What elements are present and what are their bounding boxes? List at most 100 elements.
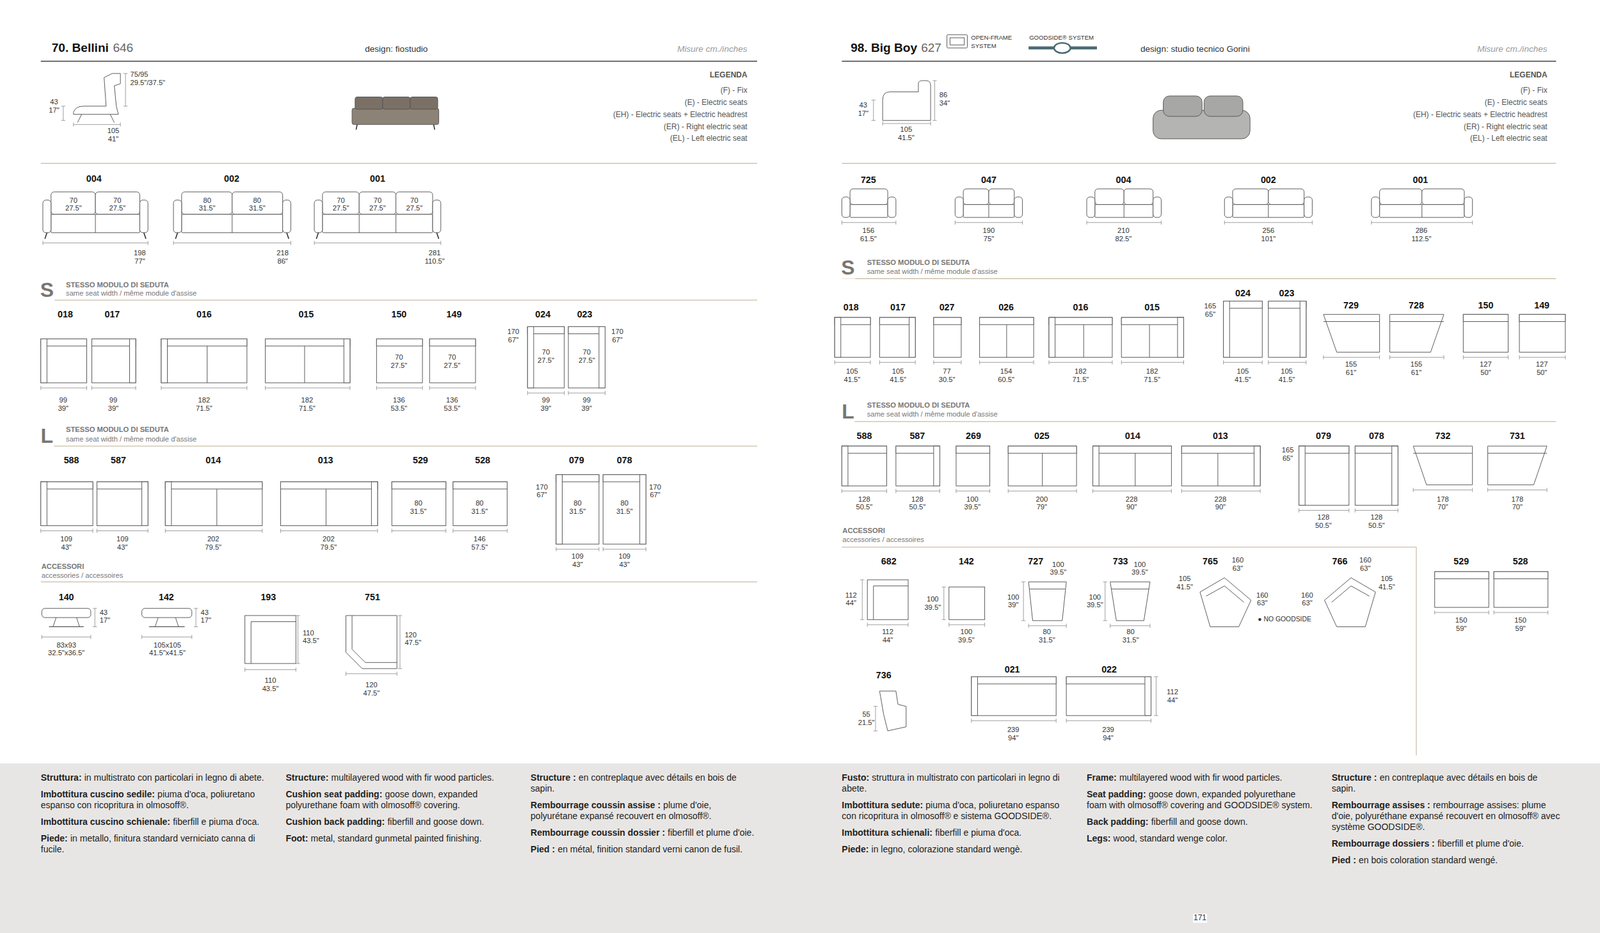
dimension-text: 128: [910, 494, 925, 504]
drawing-line: [1299, 446, 1306, 506]
dimension-text: 100: [965, 494, 980, 504]
dimension-text: 44": [1166, 695, 1179, 704]
section-subtitle: accessories / accessoires: [841, 535, 925, 544]
dimension-text: 127: [1479, 360, 1493, 369]
drawing-line: [1305, 360, 1307, 365]
drawing-line: [445, 528, 447, 533]
drawing-line: [429, 339, 476, 384]
drawing-line: [343, 339, 351, 384]
drawing-line: [1232, 204, 1305, 218]
dimension-text: 39.5": [1086, 600, 1104, 610]
drawing-line: [193, 626, 198, 628]
dimension-text: 154: [999, 367, 1014, 376]
dimension-text: 99: [58, 396, 68, 405]
dimension-text: 109: [115, 534, 130, 543]
drawing-line: [295, 667, 297, 672]
module-code: 014: [1124, 430, 1142, 441]
dimension-text: 70: [541, 348, 551, 357]
model-number: 646: [112, 40, 134, 56]
drawing-line: [933, 317, 962, 358]
drawing-line: [1299, 510, 1350, 511]
drawing-line: [325, 488, 327, 526]
drawing-line: [1322, 355, 1324, 360]
drawing-line: [834, 317, 871, 358]
dimension-text: 61": [1345, 368, 1357, 377]
module-code: 026: [997, 302, 1015, 313]
drawing-line: [280, 530, 377, 532]
drawing-line: [915, 360, 916, 365]
drawing-line: [1422, 188, 1465, 205]
drawing-line: [1519, 357, 1566, 358]
drawing-line: [862, 579, 863, 620]
drawing-line: [841, 490, 887, 492]
drawing-line: [96, 481, 148, 527]
drawing-line: [165, 481, 172, 527]
drawing-line: [1093, 446, 1172, 454]
dimension-text: 105: [899, 125, 913, 134]
drawing-line: [1183, 360, 1184, 365]
drawing-line: [135, 385, 137, 390]
drawing-line: [40, 339, 48, 384]
drawing-line: [860, 579, 864, 581]
spec-column: Structure :en contreplaque avec détails …: [1331, 772, 1562, 873]
dimension-text: 80: [1042, 627, 1052, 636]
module-code: 529: [412, 455, 429, 466]
drawing-line: [1109, 624, 1111, 628]
legend-item: (EL) - Left electric seat: [669, 134, 749, 144]
drawing-line: [429, 339, 476, 347]
drawing-line: [1104, 581, 1106, 621]
drawing-line: [161, 387, 248, 389]
drawing-line: [1153, 715, 1158, 717]
drawing-line: [244, 667, 246, 672]
drawing-line: [1519, 355, 1520, 360]
drawing-line: [1066, 624, 1067, 628]
drawing-line: [1413, 453, 1472, 454]
spec-paragraph: Rembourrage coussin dossier :fiberfill e…: [530, 827, 761, 839]
drawing-line: [1103, 581, 1108, 583]
drawing-line: [947, 34, 968, 48]
drawing-line: [1181, 446, 1261, 486]
drawing-line: [345, 615, 397, 669]
drawing-line: [871, 99, 876, 101]
dimension-text: 57.5": [470, 542, 489, 552]
dimension-text: 17": [857, 109, 870, 118]
drawing-line: [1121, 317, 1184, 358]
section-subtitle: same seat width / même module d'assise: [65, 434, 198, 443]
spec-paragraph: Imbottitura cuscino sedile:piuma d'oca, …: [40, 789, 271, 811]
spec-heading: Rembourrage coussin dossier :: [530, 827, 665, 838]
drawing-line: [556, 474, 563, 544]
dimension-text: 41.5": [888, 375, 907, 384]
drawing-line: [95, 214, 96, 233]
module-code: 023: [576, 309, 594, 320]
module-code: 004: [85, 173, 103, 184]
drawing-line: [1224, 220, 1225, 225]
drawing-line: [506, 528, 508, 533]
drawing-line: [841, 547, 1417, 548]
dimension-text: 82.5": [1114, 234, 1133, 244]
drawing-line: [841, 163, 1556, 164]
drawing-line: [1006, 324, 1007, 358]
drawing-line: [1421, 204, 1423, 218]
dimension-text: 34": [938, 99, 951, 108]
drawing-line: [371, 481, 378, 527]
drawing-line: [1390, 321, 1445, 322]
spec-text: multilayered wood with fir wood particle…: [1119, 772, 1282, 783]
drawing-line: [568, 391, 569, 395]
drawing-line: [954, 197, 964, 218]
spec-text: multilayered wood with fir wood particle…: [331, 772, 495, 783]
drawing-line: [1434, 610, 1435, 615]
drawing-line: [1123, 188, 1153, 205]
drawing-line: [77, 114, 114, 123]
section-heading: STESSO MODULO DI SEDUTA: [866, 257, 971, 267]
module-code: 729: [1342, 300, 1360, 311]
spec-paragraph: Structure :en contreplaque avec détails …: [530, 772, 761, 795]
dimension-text: 71.5": [1143, 375, 1161, 384]
dimension-text: 77: [942, 367, 952, 376]
drawing-line: [1299, 446, 1350, 454]
drawing-line: [1181, 488, 1183, 493]
dimension-text: 70: [336, 195, 345, 205]
drawing-line: [376, 528, 378, 533]
drawing-line: [91, 385, 93, 390]
drawing-line: [867, 622, 868, 627]
drawing-line: [527, 391, 528, 395]
